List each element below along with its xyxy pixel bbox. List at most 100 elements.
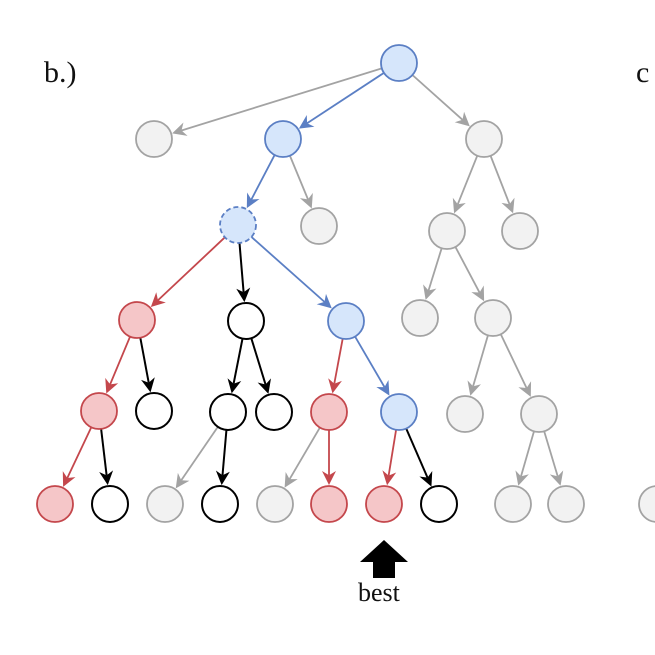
edge-n3e-n4h [499, 333, 532, 397]
arrowhead-icon [62, 471, 76, 487]
edge-n4e-n5f [322, 430, 336, 485]
tree-node-n2b [300, 207, 338, 245]
edge-n4f-n5g [382, 429, 397, 486]
edge-line [289, 155, 309, 200]
arrowhead-icon [284, 471, 298, 488]
edge-n2a-n3a [150, 236, 226, 307]
edge-n3b-n4d [250, 337, 271, 394]
edges-layer [62, 67, 564, 489]
tree-node-n5k [638, 485, 655, 523]
edge-line [456, 155, 479, 205]
edge-line [387, 429, 397, 476]
edge-line [543, 430, 559, 477]
tree-node-n3c [327, 302, 365, 340]
tree-node-n4e [310, 393, 348, 431]
arrowhead-icon [467, 380, 481, 396]
tree-node-n4f [380, 393, 418, 431]
edge-n2c-n3d [423, 247, 443, 300]
edge-line [499, 333, 528, 389]
edge-n1c-n2d [489, 155, 515, 214]
edge-n4c-n5d [215, 429, 230, 486]
edge-n3b-n4c [227, 338, 244, 394]
edge-line [181, 67, 383, 132]
edge-n2a-n3c [250, 236, 332, 309]
arrowhead-icon [99, 470, 114, 486]
tree-node-n4d [255, 393, 293, 431]
tree-node-n1c [465, 120, 503, 158]
arrowhead-icon [257, 378, 271, 394]
nodes-layer [36, 44, 655, 523]
arrowhead-icon [215, 470, 230, 486]
arrowhead-icon [382, 470, 397, 486]
edge-n2c-n3e [454, 246, 485, 302]
panel-label-c: c [636, 56, 650, 89]
tree-node-n4h [520, 395, 558, 433]
arrowhead-icon [236, 287, 251, 303]
edge-line [520, 431, 535, 477]
tree-node-n4g [446, 395, 484, 433]
arrowhead-icon [227, 378, 242, 394]
edge-line [354, 336, 386, 388]
arrowhead-icon [376, 379, 390, 396]
edge-n4f-n5h [405, 428, 433, 487]
edge-line [472, 335, 489, 387]
arrowhead-icon [298, 115, 315, 129]
tree-node-n3d [401, 299, 439, 337]
tree-node-n4c [209, 393, 247, 431]
arrowhead-icon [515, 470, 529, 486]
edge-root-n1c [411, 74, 470, 127]
tree-node-n4a [80, 392, 118, 430]
arrowhead-icon [105, 377, 119, 394]
tree-node-n2d [501, 212, 539, 250]
arrowhead-icon [501, 197, 515, 214]
tree-node-n5a [36, 485, 74, 523]
edge-line [109, 336, 131, 385]
arrowhead-icon [328, 378, 342, 394]
arrowhead-icon [419, 470, 433, 487]
edge-line [306, 72, 385, 124]
edge-n3c-n4f [354, 336, 390, 396]
edge-n1b-n2a [246, 154, 276, 209]
edge-n3e-n4g [467, 335, 489, 396]
edge-n4h-n5i [515, 431, 535, 486]
tree-node-n5j [547, 485, 585, 523]
arrowhead-icon [452, 197, 466, 214]
tree-node-root [380, 44, 418, 82]
tree-node-n3b [227, 302, 265, 340]
edge-line [427, 247, 443, 291]
edge-line [232, 338, 244, 384]
edge-n4c-n5c [175, 426, 219, 489]
edge-line [180, 426, 219, 481]
edge-n3c-n4e [328, 338, 344, 394]
edge-n4e-n5e [284, 427, 321, 488]
tree-node-n5f [310, 485, 348, 523]
arrowhead-icon [172, 122, 188, 136]
best-arrow-icon [360, 540, 408, 578]
tree-node-n5i [494, 485, 532, 523]
tree-node-n2c [428, 212, 466, 250]
arrowhead-icon [141, 377, 155, 393]
edge-line [288, 427, 321, 480]
edge-root-n1a [172, 67, 383, 136]
tree-node-n3e [474, 299, 512, 337]
edge-line [405, 428, 429, 478]
edge-line [221, 429, 228, 476]
arrowhead-icon [316, 293, 332, 309]
tree-node-n3a [118, 301, 156, 339]
arrowhead-icon [175, 472, 190, 489]
edge-line [238, 242, 245, 293]
edge-line [66, 426, 93, 479]
edge-line [250, 154, 276, 200]
edge-line [489, 155, 511, 205]
edge-n4h-n5j [543, 430, 564, 486]
edge-root-n1b [298, 72, 385, 129]
tree-node-n5g-best [365, 485, 403, 523]
edge-line [250, 337, 267, 385]
edge-line [100, 428, 108, 476]
edge-n3a-n4a [105, 336, 131, 394]
tree-node-n1b [264, 120, 302, 158]
edge-line [139, 337, 150, 383]
arrowhead-icon [454, 111, 470, 127]
edge-line [157, 236, 226, 301]
